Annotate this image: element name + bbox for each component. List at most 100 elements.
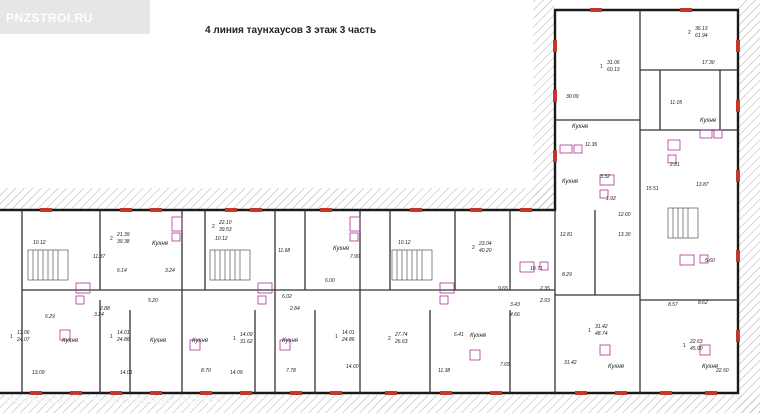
svg-text:2: 2 [688, 30, 691, 36]
room-area: 15.51 [646, 186, 659, 192]
room-area: 3.24 [94, 312, 104, 318]
room-area: 2.81 [669, 162, 680, 168]
room-area: 9.65 [498, 286, 508, 292]
room-area: 12.60 [618, 212, 631, 218]
svg-text:36.13: 36.13 [695, 26, 708, 32]
svg-text:24.07: 24.07 [16, 337, 30, 343]
room-area: 7.65 [500, 362, 510, 368]
svg-text:48.74: 48.74 [595, 331, 608, 337]
svg-text:40.20: 40.20 [479, 248, 492, 254]
kitchen-label: Кухня [152, 241, 169, 247]
svg-text:2: 2 [388, 336, 391, 342]
room-area: 12.81 [560, 232, 573, 238]
room-area: 7.78 [286, 368, 296, 374]
room-area: 3.24 [165, 268, 175, 274]
svg-text:61.94: 61.94 [695, 33, 708, 39]
room-area: 13.30 [618, 232, 631, 238]
svg-text:26.63: 26.63 [394, 339, 408, 345]
kitchen-label: Кухня [562, 179, 579, 185]
room-area: 8.70 [201, 368, 211, 374]
room-area: 11.38 [438, 368, 450, 374]
svg-text:14.01: 14.01 [117, 330, 130, 336]
kitchen-label: Кухня [700, 118, 717, 124]
kitchen-label: Кухня [282, 338, 299, 344]
plumbing-fixtures [59, 129, 723, 361]
kitchen-label: Кухня [62, 338, 79, 344]
room-area: 8.29 [562, 272, 572, 278]
room-area: 5.60 [705, 258, 715, 264]
svg-text:13.06: 13.06 [17, 330, 30, 336]
svg-text:24.86: 24.86 [341, 337, 355, 343]
svg-text:23.04: 23.04 [478, 241, 492, 247]
watermark: ПЕНЗЕНСКИЙ СТРОИТЕЛЬНЫЙ ПОРТАЛ [6, 394, 223, 407]
svg-text:2: 2 [212, 224, 215, 230]
windows [30, 8, 740, 395]
plan-title: 4 линия таунхаусов 3 этаж 3 часть [205, 25, 376, 36]
staircase [27, 207, 699, 281]
svg-text:1: 1 [600, 64, 603, 70]
svg-text:1: 1 [683, 343, 686, 349]
svg-text:24.86: 24.86 [116, 337, 130, 343]
room-area: 13.09 [32, 370, 45, 376]
svg-text:31.62: 31.62 [240, 339, 253, 345]
svg-text:1: 1 [110, 334, 113, 340]
room-area: 14.01 [120, 370, 133, 376]
room-area: 2.93 [539, 298, 550, 304]
room-area: 11.37 [93, 254, 105, 260]
kitchen-label: Кухня [608, 364, 625, 370]
room-area: 6.41 [454, 332, 464, 338]
room-area: 10.12 [33, 240, 46, 246]
room-area: 10.12 [398, 240, 411, 246]
room-area: 4.66 [510, 312, 520, 318]
svg-text:22.63: 22.63 [689, 339, 703, 345]
svg-text:39.53: 39.53 [219, 227, 232, 233]
kitchen-label: Кухня [333, 246, 350, 252]
svg-text:2: 2 [110, 236, 113, 242]
room-area: 17.30 [702, 60, 715, 66]
svg-text:27.74: 27.74 [394, 332, 408, 338]
room-area: 14.09 [230, 370, 243, 376]
svg-text:39.38: 39.38 [117, 239, 130, 245]
svg-text:1: 1 [10, 334, 13, 340]
site-logo-bg [0, 0, 150, 34]
room-area: 14.60 [346, 364, 359, 370]
room-area: 22.50 [715, 368, 729, 374]
room-area: 3.43 [510, 302, 520, 308]
kitchen-label: Кухня [702, 364, 719, 370]
svg-text:21.39: 21.39 [116, 232, 130, 238]
room-area-labels: 10.12 11.37 6.14 3.24 10.12 11.68 6.00 7… [32, 60, 729, 376]
room-area: 2.84 [289, 306, 300, 312]
room-area: 30.09 [566, 94, 579, 100]
room-area: 7.90 [350, 254, 360, 260]
svg-text:14.01: 14.01 [342, 330, 355, 336]
room-area: 11.68 [278, 248, 290, 254]
room-area: 3.32 [600, 174, 610, 180]
svg-text:1: 1 [335, 334, 338, 340]
interior-walls [21, 10, 738, 393]
kitchen-label: Кухня [572, 124, 589, 130]
room-area: 5.20 [148, 298, 158, 304]
kitchen-label: Кухня [150, 338, 167, 344]
svg-text:45.90: 45.90 [690, 346, 703, 352]
room-area: 2.35 [539, 286, 550, 292]
svg-text:31.06: 31.06 [607, 60, 620, 66]
kitchen-label: Кухня [192, 338, 209, 344]
room-area: 10.71 [530, 266, 543, 272]
room-area: 6.00 [325, 278, 335, 284]
room-area: 31.42 [564, 360, 577, 366]
room-area: 6.02 [282, 294, 292, 300]
svg-text:22.10: 22.10 [218, 220, 232, 226]
svg-text:1: 1 [588, 328, 591, 334]
